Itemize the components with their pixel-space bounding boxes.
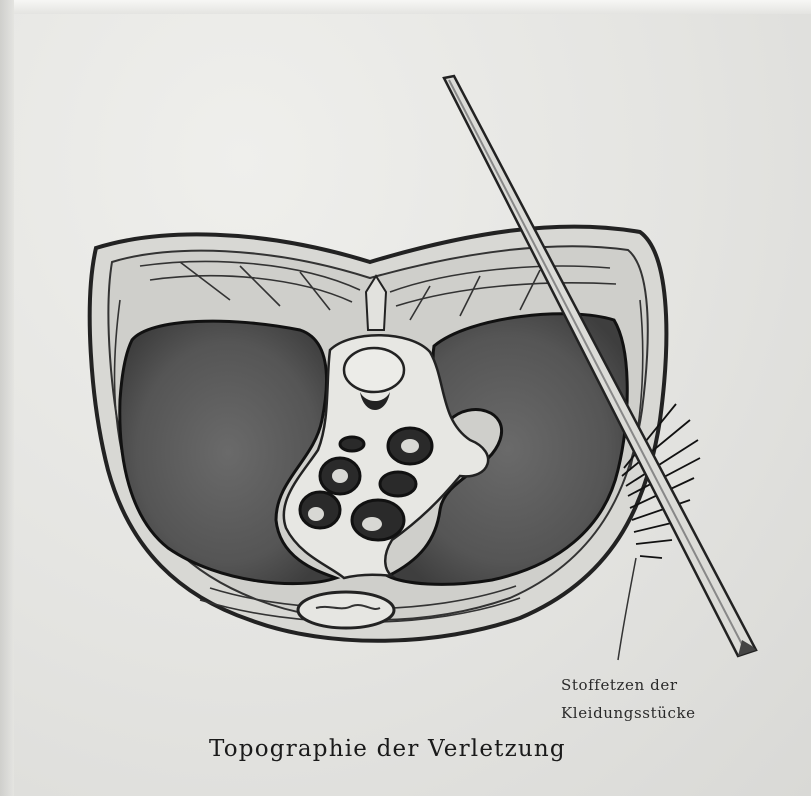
vertebral-body (344, 348, 404, 392)
annotation-label-line-1: Stoffetzen der (561, 676, 761, 694)
sternum (298, 592, 394, 628)
annotation-pointer (618, 558, 636, 660)
annotation-label-line-2: Kleidungsstücke (561, 704, 761, 722)
figure-title: Topographie der Verletzung (209, 736, 629, 762)
